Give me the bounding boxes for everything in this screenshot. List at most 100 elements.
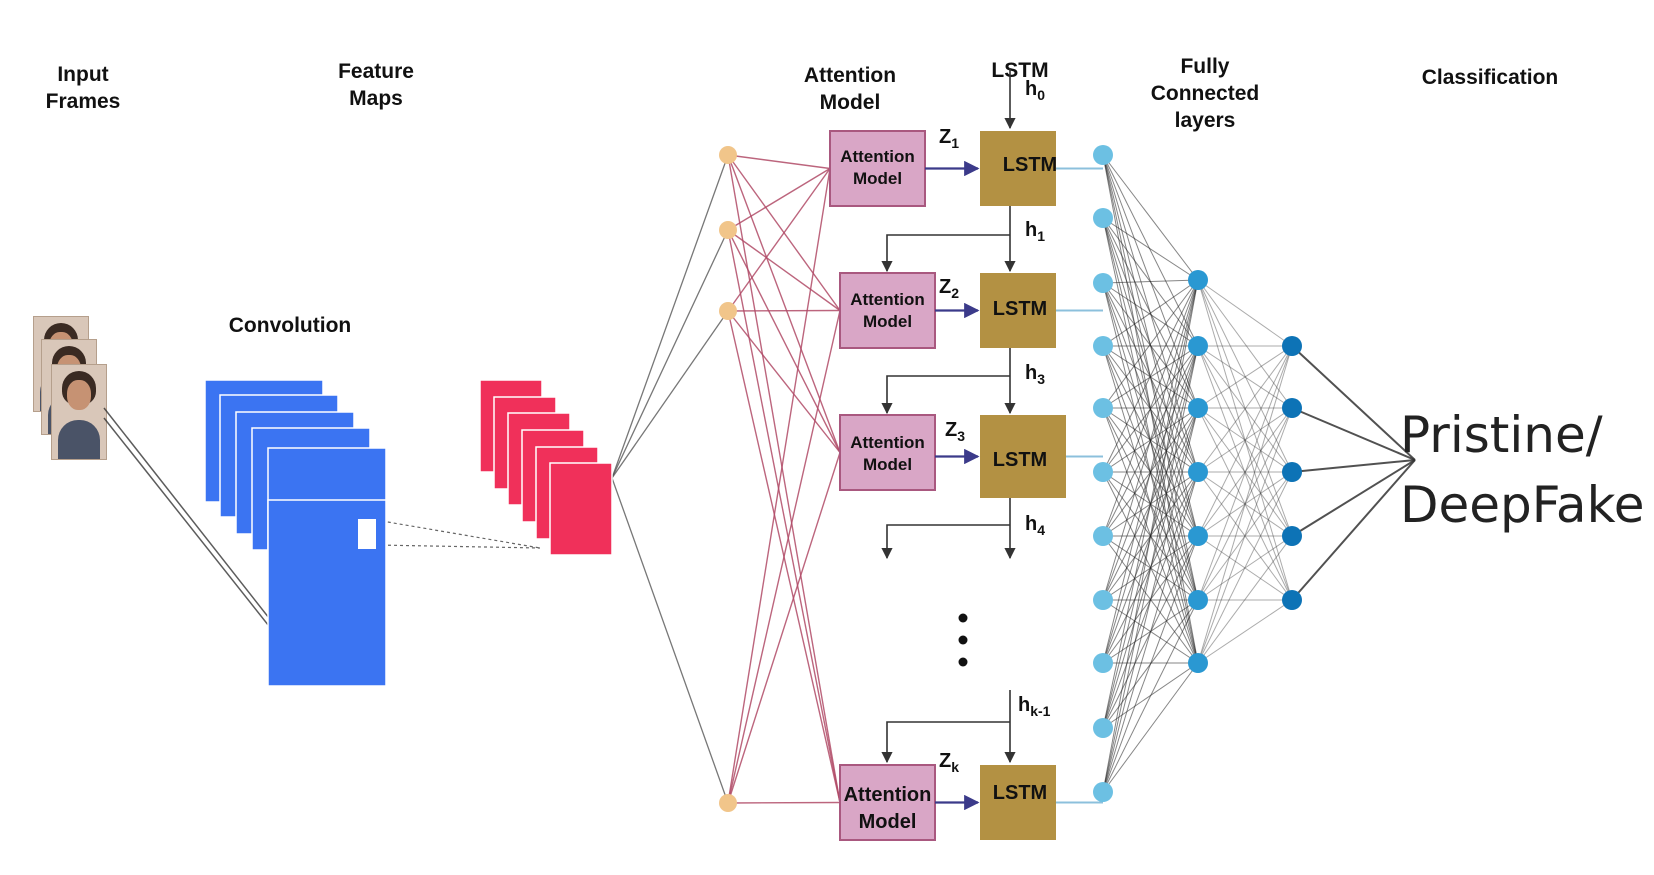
fc-edge: [1197, 407, 1293, 473]
fc-edge: [1197, 407, 1293, 601]
fc-edge: [1102, 279, 1199, 409]
attention-model-box: [839, 272, 936, 349]
fc-node-layer1: [1093, 590, 1113, 610]
fc-edge: [1102, 217, 1199, 281]
fc-output-edge: [1291, 459, 1416, 473]
conv-to-feature-edge: [375, 519, 541, 549]
fc-edge: [1197, 345, 1293, 537]
lstm-box: [980, 273, 1056, 348]
fc-output-edge: [1291, 459, 1416, 537]
attention-input-edge: [727, 452, 841, 804]
lstm-block-label: LSTM: [1002, 154, 1058, 176]
attention-input-node: [719, 302, 737, 320]
h-label: hk-1: [1018, 694, 1051, 719]
fc-edge: [1102, 535, 1199, 793]
lstm-block-label: LSTM: [992, 782, 1048, 804]
attention-input-edge: [727, 229, 841, 803]
hidden-state-feedback-arrow: [881, 375, 1010, 415]
fc-edge: [1197, 345, 1293, 409]
fc-edge: [1102, 279, 1199, 664]
ellipsis-dot: [958, 657, 968, 667]
attention-input-node: [719, 221, 737, 239]
attention-model-box: [839, 764, 936, 841]
fc-edge: [1197, 345, 1293, 601]
fc-edge: [1102, 154, 1199, 281]
fc-edge: [1102, 154, 1199, 347]
attention-input-edge: [727, 229, 841, 453]
feature-map: [549, 462, 613, 556]
fc-edge: [1102, 471, 1199, 793]
fc-node-layer2: [1188, 526, 1208, 546]
fc-node-layer1: [1093, 336, 1113, 356]
fc-edge: [1197, 471, 1293, 601]
hidden-state-feedback-arrow: [881, 721, 1010, 764]
fc-edge: [1197, 345, 1293, 473]
fc-node-layer1: [1093, 462, 1113, 482]
z-label: Z3: [945, 419, 966, 444]
fc-edge: [1102, 279, 1199, 601]
attention-input-node: [719, 146, 737, 164]
fc-node-layer2: [1188, 336, 1208, 356]
attention-input-node: [719, 794, 737, 812]
fc-node-layer3: [1282, 398, 1302, 418]
z-label: Zk: [939, 750, 960, 775]
frame-to-conv-edge: [103, 417, 281, 641]
fc-edge: [1102, 599, 1199, 793]
fc-edge: [1197, 471, 1293, 537]
lstm-block-label: LSTM: [992, 298, 1048, 320]
fc-edge: [1102, 279, 1199, 729]
fc-output-edge: [1291, 407, 1416, 461]
feature-to-attention-edge: [611, 229, 729, 479]
fc-node-layer3: [1282, 526, 1302, 546]
fc-edge: [1197, 279, 1293, 537]
attention-input-edge: [727, 168, 831, 312]
fc-edge: [1197, 407, 1293, 601]
hidden-state-feedback-arrow: [881, 234, 1010, 273]
lstm-box: [980, 415, 1066, 498]
fc-node-layer1: [1093, 718, 1113, 738]
fc-output-edge: [1291, 459, 1416, 601]
fc-edge: [1102, 345, 1199, 793]
fc-node-layer3: [1282, 336, 1302, 356]
fc-node-layer1: [1093, 782, 1113, 802]
fc-node-layer2: [1188, 590, 1208, 610]
fc-node-layer2: [1188, 462, 1208, 482]
fc-edge: [1197, 345, 1293, 601]
h-label: h0: [1025, 78, 1046, 103]
convolution-label: Convolution: [228, 314, 352, 337]
fc-edge: [1197, 345, 1293, 473]
fc-node-layer2: [1188, 653, 1208, 673]
attention-input-edge: [727, 801, 841, 804]
fc-edge: [1197, 599, 1293, 664]
header-lstm: LSTM: [991, 59, 1049, 82]
ellipsis-dot: [958, 613, 968, 623]
attention-input-edge: [727, 310, 841, 804]
fc-node-layer2: [1188, 270, 1208, 290]
ellipsis-dot: [958, 635, 968, 645]
frame-to-conv-edge: [103, 407, 281, 633]
fc-edge: [1197, 345, 1293, 537]
fc-output-edge: [1291, 345, 1416, 461]
fc-edge: [1197, 279, 1293, 601]
attention-input-edge: [727, 167, 831, 231]
attention-input-edge: [727, 154, 841, 803]
fc-edge: [1197, 345, 1293, 664]
fc-edge: [1102, 279, 1199, 347]
lstm-block-label: LSTM: [992, 449, 1048, 471]
fc-edge: [1102, 279, 1199, 284]
fc-node-layer1: [1093, 526, 1113, 546]
fc-edge: [1197, 471, 1293, 664]
feature-to-attention-edge: [611, 154, 729, 479]
z-label: Z2: [939, 276, 960, 301]
fc-node-layer1: [1093, 208, 1113, 228]
z-label: Z1: [939, 126, 960, 151]
